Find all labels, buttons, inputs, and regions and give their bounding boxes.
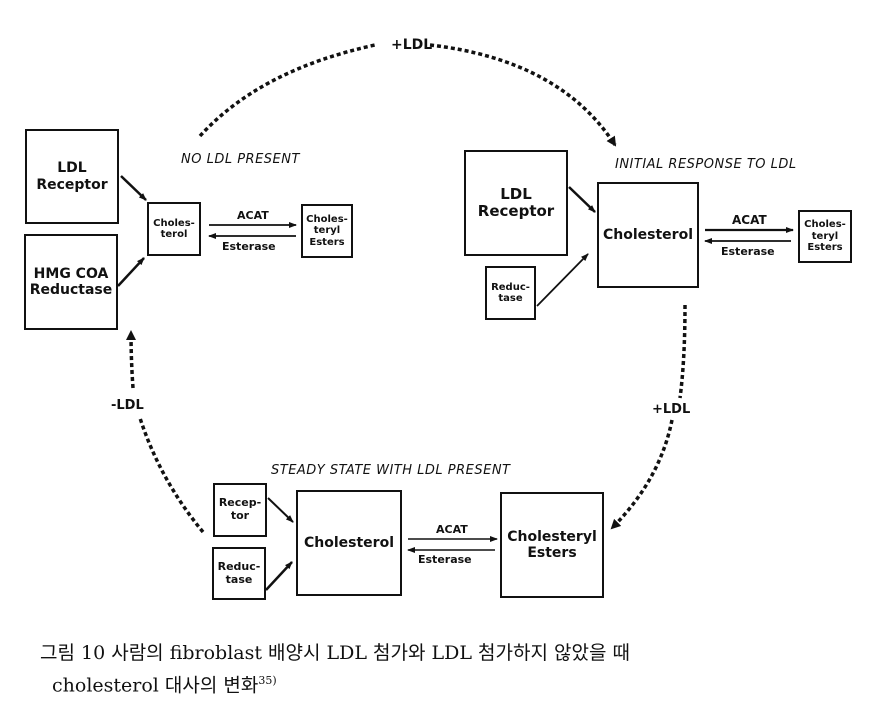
- panel-title-no-ldl: NO LDL PRESENT: [181, 152, 300, 167]
- caption-line-2-wrap: cholesterol 대사의 변화35): [40, 667, 630, 699]
- cholesteryl-esters-box: Choles- teryl Esters: [301, 204, 353, 258]
- cycle-arrow-right-lower: [610, 419, 674, 530]
- cycle-arrow-left-lower: [138, 417, 205, 534]
- hmg-coa-reductase-box: HMG COA Reductase: [24, 234, 118, 330]
- cycle-arrow-left-upper: [126, 330, 137, 389]
- cycle-label-right: +LDL: [652, 402, 691, 417]
- esterase-label: Esterase: [418, 553, 472, 566]
- cholesterol-box: Choles- terol: [147, 202, 201, 256]
- acat-label: ACAT: [732, 213, 767, 227]
- receptor-box: Recep- tor: [213, 483, 267, 537]
- esterase-label: Esterase: [721, 245, 775, 258]
- cycle-arrow-top-right: [429, 43, 617, 147]
- acat-label: ACAT: [237, 209, 269, 222]
- cholesteryl-esters-box: Choles- teryl Esters: [798, 210, 852, 263]
- caption-line-1: 그림 10 사람의 fibroblast 배양시 LDL 첨가와 LDL 첨가하…: [40, 642, 630, 664]
- esterase-label: Esterase: [222, 240, 276, 253]
- cycle-label-top: +LDL: [391, 37, 433, 53]
- cycle-arrow-top-left: [198, 43, 376, 138]
- panel-title-steady-state: STEADY STATE WITH LDL PRESENT: [271, 463, 511, 478]
- figure-caption: 그림 10 사람의 fibroblast 배양시 LDL 첨가와 LDL 첨가하…: [40, 640, 630, 699]
- ldl-receptor-box: LDL Receptor: [464, 150, 568, 256]
- cholesteryl-esters-box: Cholesteryl Esters: [500, 492, 604, 598]
- cycle-label-left: -LDL: [111, 398, 144, 413]
- caption-line-2: cholesterol 대사의 변화: [52, 674, 259, 697]
- panel-title-initial-response: INITIAL RESPONSE TO LDL: [615, 157, 797, 172]
- ldl-receptor-box: LDL Receptor: [25, 129, 119, 224]
- cholesterol-box: Cholesterol: [597, 182, 699, 288]
- caption-reference: 35): [258, 674, 277, 687]
- reductase-box: Reduc- tase: [212, 547, 266, 600]
- cycle-arrow-right-upper: [678, 304, 687, 399]
- reductase-box: Reduc- tase: [485, 266, 536, 320]
- acat-label: ACAT: [436, 523, 468, 536]
- cholesterol-box: Cholesterol: [296, 490, 402, 596]
